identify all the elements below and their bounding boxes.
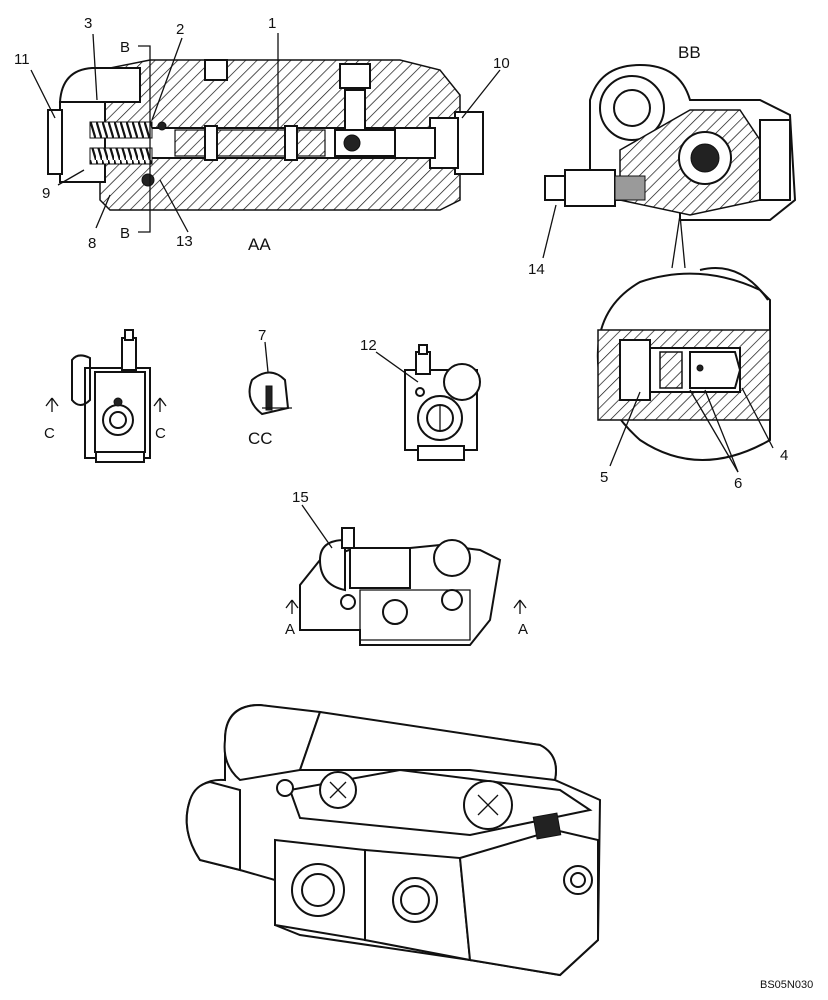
section-labels: AA BB CC B B A A C C bbox=[44, 39, 701, 638]
callout-10: 10 bbox=[493, 55, 510, 72]
callout-1: 1 bbox=[268, 15, 276, 32]
section-15-view bbox=[285, 527, 527, 646]
callout-7: 7 bbox=[258, 327, 266, 344]
drawing-code: BS05N030 bbox=[760, 979, 813, 991]
callout-11: 11 bbox=[14, 51, 30, 68]
section-aa-label: AA bbox=[248, 235, 271, 254]
section-b-top-label: B bbox=[120, 39, 130, 56]
callout-6: 6 bbox=[734, 475, 742, 492]
leader-lines bbox=[30, 33, 774, 549]
section-aa-view bbox=[47, 59, 484, 211]
section-c-view bbox=[45, 329, 167, 463]
callout-2: 2 bbox=[176, 21, 184, 38]
callout-15: 15 bbox=[292, 489, 309, 506]
callout-14: 14 bbox=[528, 261, 545, 278]
detail-circle-view bbox=[596, 267, 771, 461]
isometric-valve-assembly bbox=[185, 703, 602, 977]
section-c-left-label: C bbox=[44, 425, 55, 442]
section-bb-label: BB bbox=[678, 43, 701, 62]
callout-8: 8 bbox=[88, 235, 96, 252]
callout-5: 5 bbox=[600, 469, 608, 486]
section-b-cut-line bbox=[138, 45, 151, 233]
section-a-right-label: A bbox=[518, 621, 528, 638]
callout-3: 3 bbox=[84, 15, 92, 32]
callout-9: 9 bbox=[42, 185, 50, 202]
section-bb-view bbox=[544, 63, 797, 269]
section-cc-view bbox=[248, 371, 292, 416]
section-a-left-label: A bbox=[285, 621, 295, 638]
section-cc-label: CC bbox=[248, 429, 273, 448]
callout-4: 4 bbox=[780, 447, 788, 464]
section-b-bottom-label: B bbox=[120, 225, 130, 242]
callout-labels: 1 2 3 4 5 6 7 8 9 10 11 12 13 14 15 bbox=[14, 15, 788, 506]
section-12-view bbox=[404, 344, 481, 461]
callout-13: 13 bbox=[176, 233, 193, 250]
callout-12: 12 bbox=[360, 337, 377, 354]
section-c-right-label: C bbox=[155, 425, 166, 442]
